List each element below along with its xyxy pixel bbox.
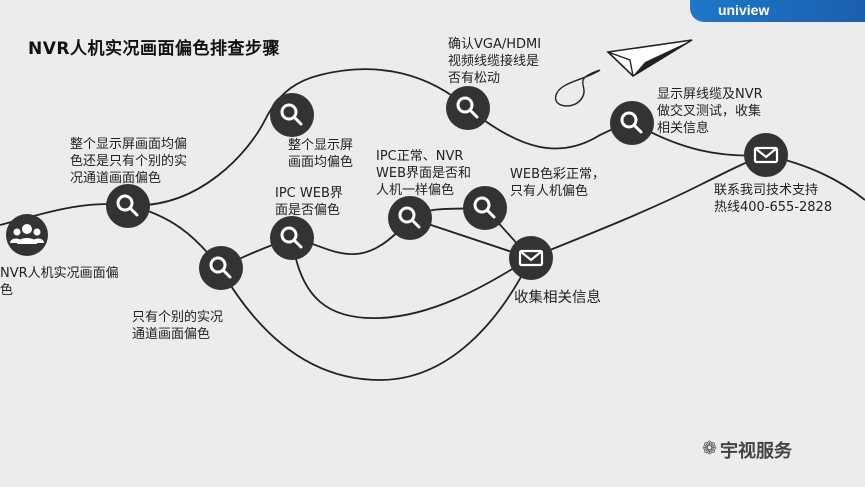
path-q4-bottom [291,237,531,319]
mail-node-contact [744,133,788,177]
brand-logo: uniview [718,2,770,18]
label-vga-check: 确认VGA/HDMI 视频线缆接线是 否有松动 [448,37,542,86]
search-icon [280,226,303,249]
start-node [6,214,48,256]
search-node-6 [388,196,432,240]
users-icon [10,224,44,244]
search-node-2 [199,246,243,290]
path-q3-to-q5 [467,107,633,150]
search-icon [473,196,496,219]
label-whole-screen: 整个显示屏 画面均偏色 [288,138,354,170]
search-node-8 [610,101,654,145]
search-icon [280,103,303,126]
label-ipc-nvr-web: IPC正常、NVR WEB界面是否和 人机一样偏色 [376,149,471,198]
search-icon [456,96,479,119]
envelope-icon [753,146,779,164]
brand-bar [690,0,865,22]
search-icon [209,256,232,279]
label-all-channels: 整个显示屏画面均偏 色还是只有个别的实 况通道画面偏色 [70,137,188,186]
label-ipc-web: IPC WEB界 面是否偏色 [275,186,343,218]
search-node-3 [270,93,314,137]
page-title: NVR人机实况画面偏色排查步骤 [28,39,280,59]
search-node-4 [270,216,314,260]
envelope-icon [518,249,544,267]
label-cross-test: 显示屏线缆及NVR 做交叉测试，收集 相关信息 [657,87,763,136]
mail-node-collect [509,236,553,280]
search-node-5 [446,86,490,130]
label-collect-info: 收集相关信息 [514,290,601,306]
label-web-color-ok: WEB色彩正常， 只有人机偏色 [510,167,605,199]
search-node-1 [106,184,150,228]
label-some-channels: 只有个别的实况 通道画面偏色 [132,310,224,342]
search-icon [398,206,421,229]
watermark: 宇视服务 [720,441,792,462]
label-contact: 联系我司技术支持 热线400-655-2828 [714,183,833,215]
label-start: NVR人机实况画面偏 色 [0,266,119,298]
path-q2-long-curve [219,259,531,381]
wechat-icon: ❁ [702,438,718,459]
path-q1-to-q3 [127,68,469,207]
paper-plane-icon [554,39,693,107]
search-icon [116,194,139,217]
path-mail-to-right [529,154,767,259]
search-icon [620,111,643,134]
search-node-7 [463,186,507,230]
